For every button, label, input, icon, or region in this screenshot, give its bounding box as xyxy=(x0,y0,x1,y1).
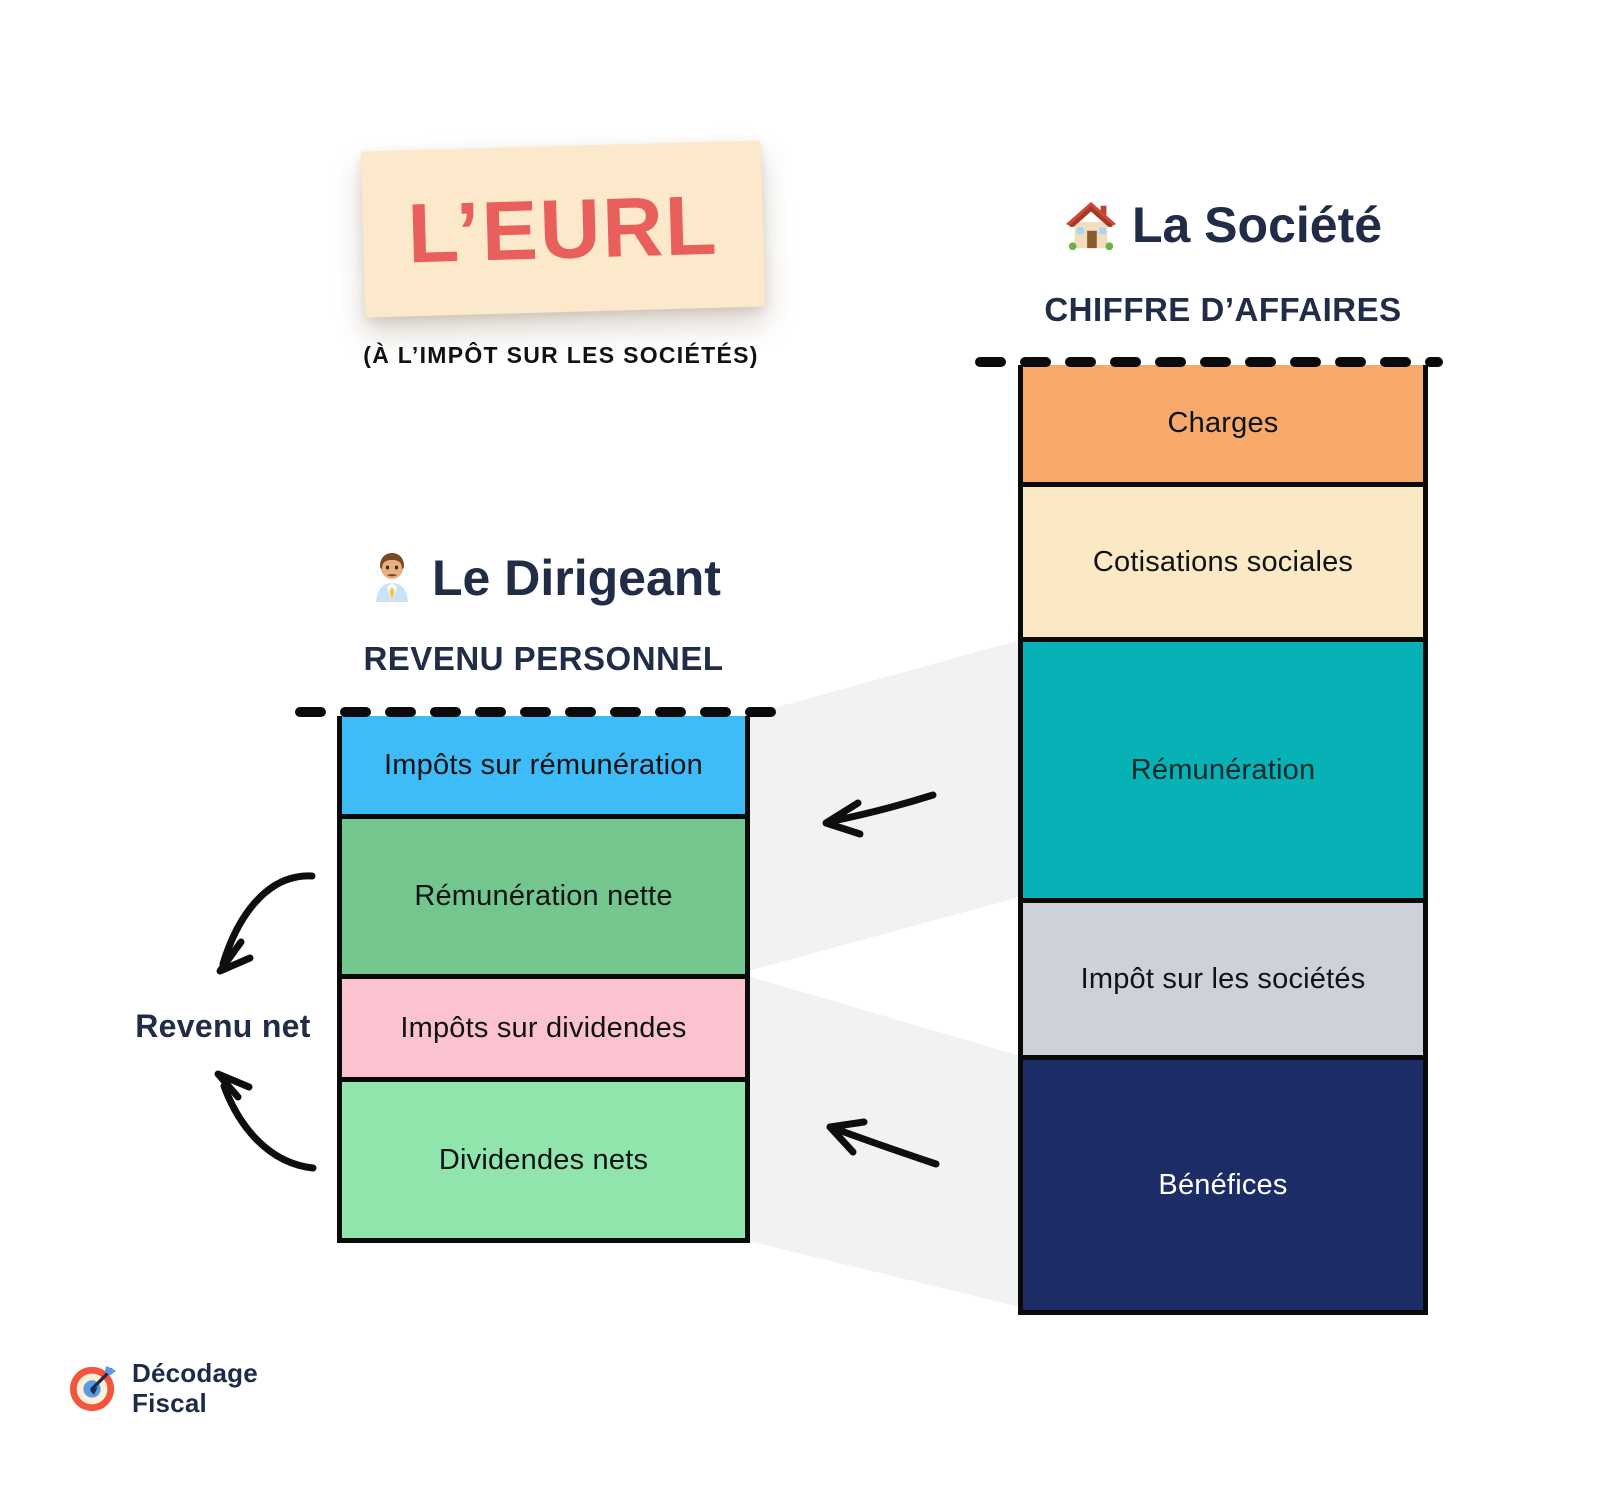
worker-tie xyxy=(389,587,395,601)
director-heading-label: Le Dirigeant xyxy=(432,550,721,606)
arrow-revenu-net-top xyxy=(216,872,316,975)
brand-logo: Décodage Fiscal xyxy=(68,1358,258,1418)
block-remuneration-nette: Rémunération nette xyxy=(342,814,745,974)
director-heading: Le Dirigeant xyxy=(337,545,750,611)
target-logo-icon xyxy=(69,1365,117,1412)
brand-logo-text: Décodage Fiscal xyxy=(132,1358,258,1418)
company-subheading: CHIFFRE D’AFFAIRES xyxy=(1044,291,1402,328)
block-charges-label: Charges xyxy=(1167,407,1279,439)
title-card: L’EURL xyxy=(360,140,766,318)
block-charges: Charges xyxy=(1023,365,1423,482)
brand-logo-line1: Décodage xyxy=(132,1358,258,1388)
block-benefices-label: Bénéfices xyxy=(1158,1168,1288,1201)
worker-face xyxy=(381,557,404,579)
arrow-benefices-flow xyxy=(826,1118,940,1168)
title-subtitle: (À L’IMPÔT SUR LES SOCIÉTÉS) xyxy=(363,342,759,368)
block-benefices: Bénéfices xyxy=(1023,1055,1423,1310)
brand-logo-line2: Fiscal xyxy=(132,1388,207,1418)
block-impots-dividendes-label: Impôts sur dividendes xyxy=(400,1011,687,1044)
house-bush-right xyxy=(1105,242,1114,251)
block-impot-societes: Impôt sur les sociétés xyxy=(1023,898,1423,1055)
block-cotisations-sociales-label: Cotisations sociales xyxy=(1092,545,1354,578)
block-cotisations-sociales: Cotisations sociales xyxy=(1023,482,1423,637)
worker-eye-right xyxy=(394,565,399,570)
house-door xyxy=(1087,230,1097,249)
block-remuneration-nette-label: Rémunération nette xyxy=(414,880,673,912)
block-impots-remuneration-label: Impôts sur rémunération xyxy=(384,748,703,781)
block-remuneration: Rémunération xyxy=(1023,637,1423,898)
company-heading: La Société xyxy=(1018,192,1428,258)
dart-tip xyxy=(90,1387,98,1395)
block-dividendes-nets: Dividendes nets xyxy=(342,1077,745,1238)
company-column: Charges Cotisations sociales Rémunératio… xyxy=(1018,365,1428,1315)
office-worker-icon xyxy=(376,553,409,602)
block-impots-dividendes: Impôts sur dividendes xyxy=(342,974,745,1077)
revenu-net-label: Revenu net xyxy=(135,1008,311,1044)
block-dividendes-nets-label: Dividendes nets xyxy=(438,1143,649,1176)
main-title: L’EURL xyxy=(406,177,720,280)
house-window-right xyxy=(1098,226,1107,236)
director-column: Impôts sur rémunération Rémunération net… xyxy=(337,716,750,1243)
house-chimney xyxy=(1100,205,1107,218)
director-subheading: REVENU PERSONNEL xyxy=(363,640,724,677)
worker-hair xyxy=(380,553,405,569)
block-impots-remuneration: Impôts sur rémunération xyxy=(342,716,745,814)
house-window-left xyxy=(1075,226,1085,236)
dart-flight xyxy=(104,1365,117,1376)
arrow-revenu-net-bottom xyxy=(214,1070,317,1172)
company-heading-label: La Société xyxy=(1131,197,1383,253)
house-eaves xyxy=(1069,205,1113,227)
house-icon xyxy=(1065,201,1117,251)
worker-eye-left xyxy=(385,565,390,570)
beam-remuneration-flow xyxy=(748,639,1024,971)
house-bush-left xyxy=(1068,242,1077,251)
block-remuneration-label: Rémunération xyxy=(1130,753,1316,786)
arrow-remuneration-flow xyxy=(822,791,937,838)
worker-mustache xyxy=(387,573,398,577)
block-impot-societes-label: Impôt sur les sociétés xyxy=(1080,962,1366,995)
beam-benefices-flow xyxy=(748,976,1024,1308)
